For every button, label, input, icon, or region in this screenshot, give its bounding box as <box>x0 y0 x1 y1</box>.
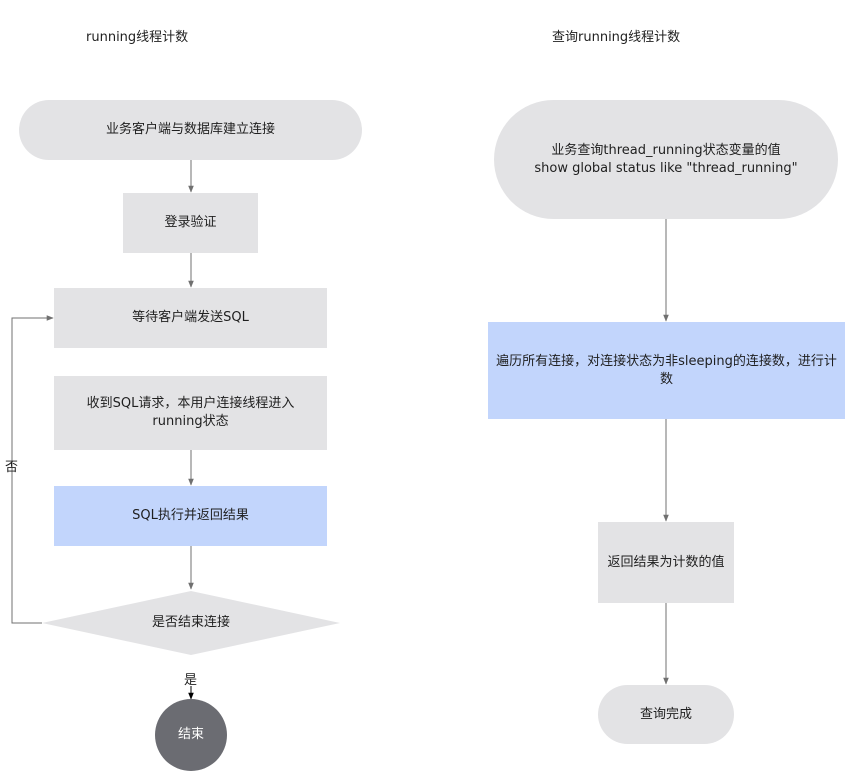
node-return: 返回结果为计数的值 <box>598 522 734 603</box>
node-query: 业务查询thread_running状态变量的值 show global sta… <box>494 100 838 219</box>
end-circle <box>155 699 227 771</box>
node-traverse: 遍历所有连接，对连接状态为非sleeping的连接数，进行计数 <box>488 322 845 419</box>
node-execute-label: SQL执行并返回结果 <box>132 508 249 524</box>
node-query-line1: 业务查询thread_running状态变量的值 <box>551 142 781 158</box>
node-receive-sql-line1: 收到SQL请求，本用户连接线程进入 <box>86 396 295 412</box>
node-end-label: 结束 <box>177 727 204 743</box>
node-traverse-label: 遍历所有连接，对连接状态为非sleeping的连接数，进行计数 <box>496 353 837 387</box>
node-query-line2: show global status like "thread_running" <box>534 160 798 176</box>
decision-diamond <box>42 591 340 655</box>
left-flow-title: running线程计数 <box>86 30 189 45</box>
edge-no-loop <box>11 315 54 624</box>
node-login-label: 登录验证 <box>164 215 217 231</box>
node-return-label: 返回结果为计数的值 <box>607 554 725 570</box>
edge-label-yes: 是 <box>184 673 198 688</box>
node-wait-sql-label: 等待客户端发送SQL <box>132 310 249 326</box>
node-receive-sql: 收到SQL请求，本用户连接线程进入 running状态 <box>54 376 327 450</box>
node-connect: 业务客户端与数据库建立连接 <box>19 100 362 160</box>
node-decision: 是否结束连接 <box>91 608 291 638</box>
node-done-label: 查询完成 <box>639 706 692 722</box>
node-end: 结束 <box>155 720 227 750</box>
node-wait-sql: 等待客户端发送SQL <box>54 288 327 348</box>
node-connect-label: 业务客户端与数据库建立连接 <box>105 122 275 138</box>
node-execute: SQL执行并返回结果 <box>54 486 327 546</box>
edge-label-no: 否 <box>5 460 19 475</box>
node-done: 查询完成 <box>598 685 734 744</box>
right-flow-title: 查询running线程计数 <box>552 30 681 45</box>
node-receive-sql-line2: running状态 <box>152 414 229 429</box>
node-login: 登录验证 <box>123 193 258 253</box>
node-decision-label: 是否结束连接 <box>151 615 230 631</box>
